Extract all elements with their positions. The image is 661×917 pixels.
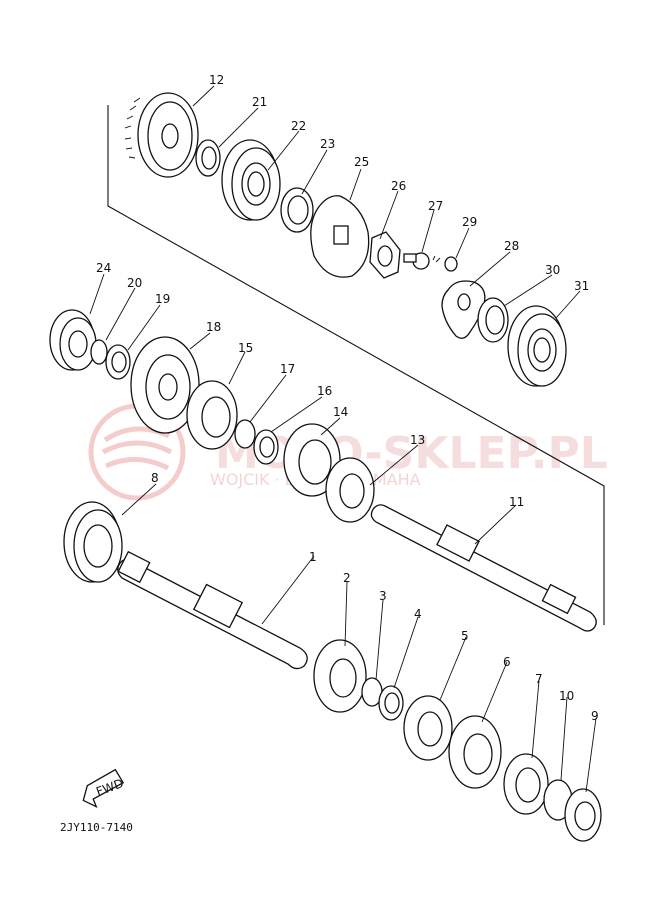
label-30: 30	[545, 263, 560, 277]
assembly-outline	[107, 105, 605, 625]
label-18: 18	[206, 320, 221, 334]
label-21: 21	[252, 95, 267, 109]
part-14-gear	[283, 423, 341, 497]
part-24-bearing	[49, 309, 97, 371]
part-13-gear	[325, 457, 375, 523]
watermark-title: MOTO-SKLEP.PL	[215, 428, 608, 479]
label-12: 12	[209, 73, 224, 87]
label-2: 2	[343, 571, 351, 585]
part-23-seal	[280, 187, 314, 233]
label-15: 15	[238, 341, 253, 355]
label-9: 9	[591, 709, 599, 723]
fwd-arrow-icon: FWD	[82, 768, 125, 808]
label-14: 14	[333, 405, 348, 419]
label-17: 17	[280, 362, 295, 376]
part-21-washer	[195, 139, 221, 177]
part-labels: 1 2 3 4 5 6 7 8 9 10 11 12 13 14 15 16 1…	[96, 73, 599, 723]
label-16: 16	[317, 384, 332, 398]
label-20: 20	[127, 276, 142, 290]
label-1: 1	[309, 550, 317, 564]
part-6-gear	[448, 715, 502, 789]
part-31-bearing	[507, 305, 567, 387]
label-3: 3	[379, 589, 387, 603]
part-27-bolt	[403, 252, 430, 270]
part-17-circlip	[234, 419, 256, 449]
part-26-lock-washer	[369, 231, 401, 279]
label-7: 7	[535, 672, 543, 686]
label-26: 26	[391, 179, 406, 193]
part-2-gear	[313, 639, 367, 713]
part-22-bearing	[221, 139, 281, 221]
label-25: 25	[354, 155, 369, 169]
label-11: 11	[509, 495, 524, 509]
part-28-plate	[441, 280, 486, 339]
part-1-main-axle	[117, 550, 308, 670]
part-20-circlip	[90, 339, 108, 365]
part-8-bearing	[63, 501, 123, 583]
label-13: 13	[410, 433, 425, 447]
label-31: 31	[574, 279, 589, 293]
part-7-gear	[503, 753, 549, 815]
part-25-sprocket	[310, 195, 370, 278]
part-9-bearing	[564, 788, 602, 842]
part-18-gear	[130, 336, 200, 434]
label-27: 27	[428, 199, 443, 213]
part-30-seal	[477, 297, 509, 343]
label-29: 29	[462, 215, 477, 229]
label-23: 23	[320, 137, 335, 151]
label-28: 28	[504, 239, 519, 253]
label-6: 6	[503, 655, 511, 669]
label-4: 4	[414, 607, 422, 621]
label-5: 5	[461, 629, 469, 643]
part-19-washer	[105, 344, 131, 380]
drawing-code: 2JY110-7140	[60, 821, 133, 834]
part-12-gear	[124, 92, 199, 178]
part-4-washer	[378, 685, 404, 721]
part-5-gear	[403, 695, 453, 761]
label-8: 8	[151, 471, 159, 485]
part-11-drive-axle	[370, 504, 597, 632]
label-22: 22	[291, 119, 306, 133]
part-16-washer	[253, 429, 279, 465]
part-15-gear	[186, 380, 238, 450]
label-19: 19	[155, 292, 170, 306]
label-24: 24	[96, 261, 111, 275]
leader-lines	[89, 85, 597, 793]
part-29-bolt	[432, 255, 458, 272]
label-10: 10	[559, 689, 574, 703]
